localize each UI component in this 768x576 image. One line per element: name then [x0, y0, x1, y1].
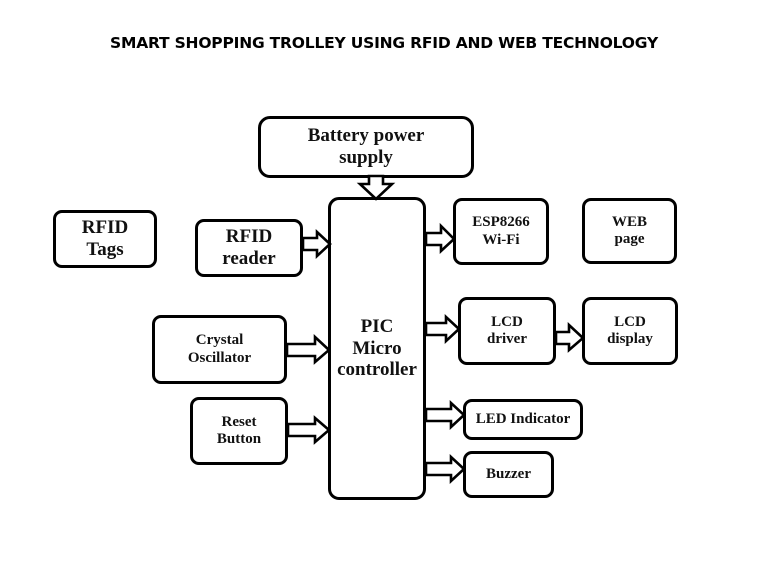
lcd-driver-line1: LCD [491, 313, 523, 330]
lcd-driver-line2: driver [487, 331, 527, 347]
mcu-line3: controller [337, 359, 417, 381]
esp-line2: Wi-Fi [482, 231, 520, 248]
buzzer-line1: Buzzer [486, 465, 531, 482]
reset-button-block: Reset Button [190, 397, 288, 465]
mcu-line2: Micro [352, 337, 402, 359]
web-page-block: WEB page [582, 198, 677, 264]
rfid-reader-block: RFID reader [195, 219, 303, 277]
lcd-driver-block: LCD driver [458, 297, 556, 365]
arrow-mcu-to-lcd-driver [424, 314, 461, 344]
battery-power-supply-block: Battery power supply [258, 116, 474, 178]
esp8266-wifi-block: ESP8266 Wi-Fi [453, 198, 549, 265]
crystal-line2: Oscillator [187, 349, 252, 366]
rfid-tags-block: RFID Tags [53, 210, 157, 268]
rfid-reader-line1: RFID [225, 226, 273, 248]
pic-microcontroller-block: PIC Micro controller [328, 197, 426, 500]
reset-line2: Button [216, 431, 262, 447]
esp-line1: ESP8266 [472, 214, 530, 231]
web-line2: page [614, 231, 645, 247]
crystal-line1: Crystal [195, 332, 244, 349]
arrow-lcd-driver-to-display [554, 322, 585, 353]
crystal-oscillator-block: Crystal Oscillator [152, 315, 287, 384]
arrow-reset-to-mcu [286, 415, 331, 445]
reset-line1: Reset [221, 413, 257, 430]
arrow-crystal-to-mcu [285, 334, 331, 365]
lcd-display-line1: LCD [614, 313, 646, 330]
rfid-reader-line2: reader [222, 248, 276, 269]
web-line1: WEB [611, 213, 647, 230]
arrow-mcu-to-led [424, 400, 466, 430]
battery-label-line2: supply [339, 147, 393, 168]
led-indicator-block: LED Indicator [463, 399, 583, 440]
arrow-rfid-reader-to-mcu [301, 229, 332, 259]
rfid-tags-line2: Tags [86, 239, 124, 260]
battery-label-line1: Battery power [307, 125, 425, 147]
lcd-display-line2: display [607, 331, 653, 347]
diagram-title: SMART SHOPPING TROLLEY USING RFID AND WE… [110, 34, 658, 52]
rfid-tags-line1: RFID [81, 217, 129, 239]
lcd-display-block: LCD display [582, 297, 678, 365]
mcu-line1: PIC [360, 315, 394, 337]
arrow-battery-to-mcu [356, 174, 396, 201]
led-line1: LED Indicator [475, 410, 571, 427]
arrow-mcu-to-esp [424, 222, 456, 254]
arrow-mcu-to-buzzer [424, 454, 466, 484]
buzzer-block: Buzzer [463, 451, 554, 498]
